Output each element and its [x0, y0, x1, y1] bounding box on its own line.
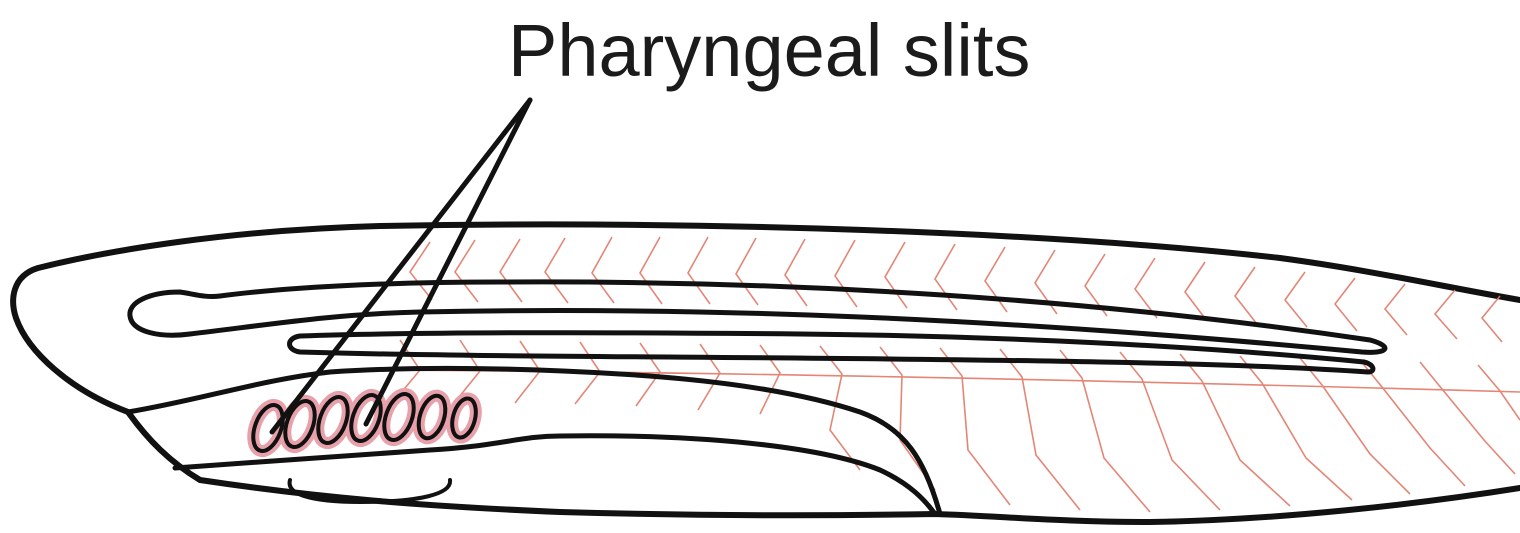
nerve-cord — [130, 282, 1385, 352]
body-outline — [13, 224, 1520, 522]
pharyngeal-slits-label: Pharyngeal slits — [508, 9, 1030, 92]
myomeres — [380, 237, 1520, 512]
leader-line — [272, 100, 530, 432]
label-leader-lines — [272, 100, 530, 432]
